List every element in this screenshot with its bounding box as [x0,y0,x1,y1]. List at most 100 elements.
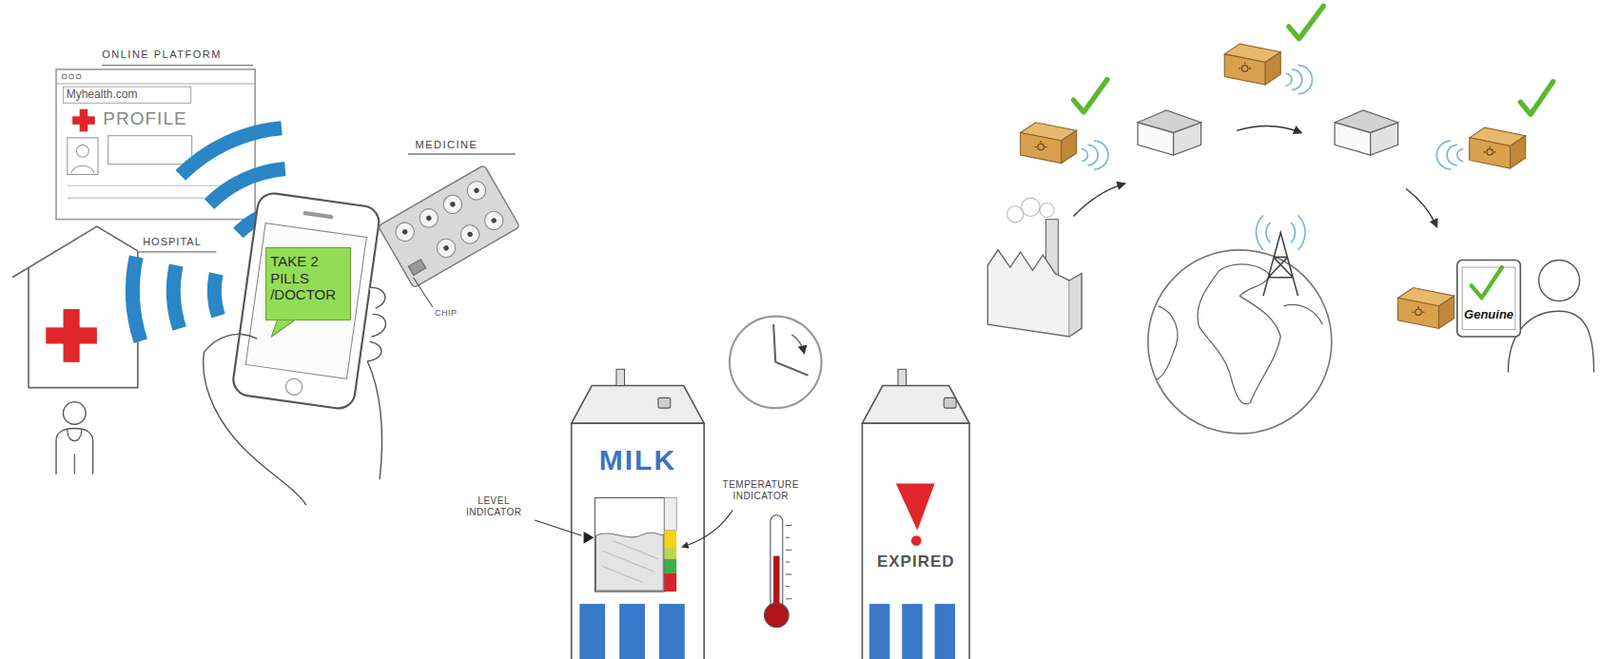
pill-dot [490,216,498,224]
wave [1297,65,1312,95]
pill [457,221,483,247]
temperature-label: TEMPERATURE INDICATOR [702,479,820,503]
doctor-body [56,429,94,475]
flow-arrow [1236,125,1302,133]
flow-arrows [1073,125,1437,227]
node-text: MILK [579,443,696,477]
red-cross [72,116,96,125]
factory-side [1069,273,1082,338]
signal-arc [132,256,140,342]
doctor-head [63,402,87,426]
customer-drawing [1457,260,1595,373]
avatar-body [71,165,95,174]
heading-rule [138,251,217,253]
carton-stripe [869,604,890,659]
window-dot [76,74,81,79]
leader-line [412,277,432,308]
thermometer-ticks [785,525,792,599]
temperature-bar [663,559,677,574]
heading-rule [101,64,254,66]
check-mark [1288,5,1324,39]
pill [433,235,459,261]
carton-stripe [579,604,605,659]
wave [1093,140,1109,170]
wave [1297,214,1306,250]
temperature-bar [663,497,677,530]
factory-drawing [987,197,1082,337]
globe [1148,250,1332,434]
chip [408,259,426,276]
toolbar-line [56,82,255,84]
level-arrow [584,531,595,545]
pill [416,205,442,231]
thermometer-bulb [763,603,789,628]
check-marks [1073,5,1553,115]
exclamation-dot [911,535,922,547]
pill [392,219,418,245]
wave [1291,69,1303,90]
continent [1197,264,1281,405]
stethoscope [67,429,82,475]
content-line [67,197,205,199]
check-mark [1471,267,1503,298]
pill [481,208,507,234]
signal-arc [173,265,179,330]
finger [367,341,382,361]
carton-cap [943,397,957,409]
temperature-bar [663,547,677,560]
milk-carton: MILK [571,377,704,659]
wave [1290,222,1296,243]
carton-body [571,423,704,659]
hand-line [367,361,382,480]
carton-cap [658,397,671,409]
temperature-bar [663,530,677,548]
clock-hand [775,362,808,376]
smoke [1039,202,1054,217]
warehouse [1334,110,1399,156]
signal-arc [180,128,282,176]
leader-line [534,520,582,536]
finger [370,313,386,337]
clock-face [729,316,822,410]
wave [1436,140,1451,170]
wave [1255,214,1264,250]
milk-level [595,532,664,591]
message-bubble: TAKE 2 PILLS /DOCTOR [265,247,352,321]
person-head [1539,260,1581,302]
milk-carton-drawing [534,369,733,659]
carton-top [571,385,704,424]
carton-stripe [619,604,645,659]
parcel [1020,122,1077,164]
expired-carton-drawing [861,369,970,659]
pill-dot [401,228,409,235]
parcel [1224,43,1281,85]
carton-stripe [935,604,956,659]
finger [369,287,386,309]
clock-drawing [729,316,822,410]
pill [440,192,466,217]
phone-screen [245,223,367,380]
node-text: PROFILE [102,108,215,130]
address-bar [63,86,192,103]
pill-dot [472,187,480,195]
signal-arc [214,273,218,316]
leader-line [682,509,734,547]
node-text: ONLINE PLATFORM [101,48,260,61]
smoke [1007,206,1024,223]
parcel [1469,127,1526,169]
clock-hand [773,324,776,363]
photo-frame [67,137,98,176]
pill-dot [442,244,449,252]
exclamation-mark [896,483,936,530]
radio-tower [1263,233,1298,297]
node-text: HOSPITAL [142,235,219,249]
hospital-fill [28,226,138,388]
wave [1286,73,1292,86]
phone-button [284,377,303,396]
carton-stripe [901,604,922,659]
thermometer-drawing [763,515,792,628]
bubble-tail [271,319,296,337]
thermometer-tube [770,515,783,618]
